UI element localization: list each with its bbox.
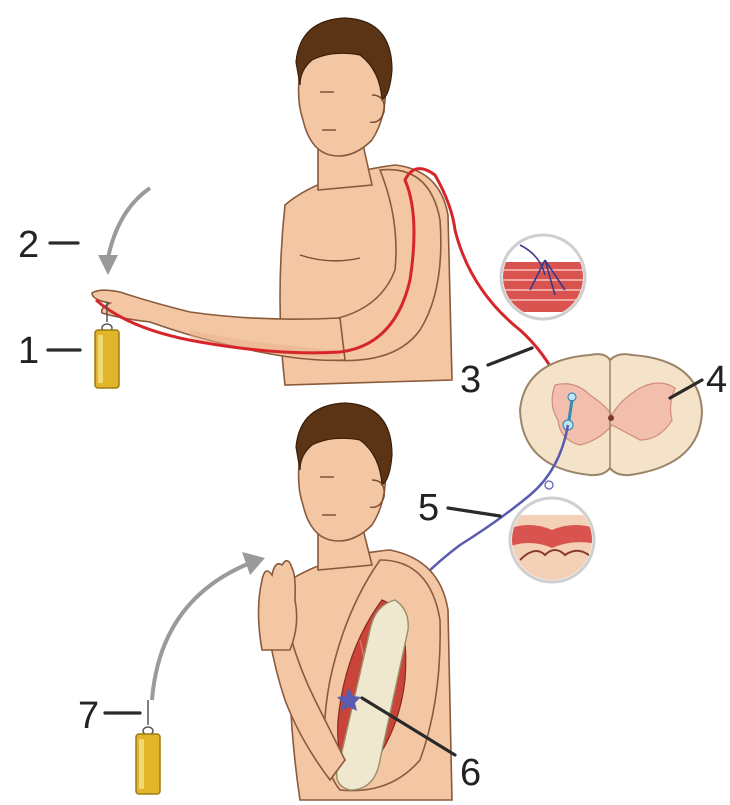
muscle-spindle-inset (500, 235, 590, 319)
label-group-2: 2 (18, 224, 78, 266)
label-7: 7 (78, 695, 99, 737)
label-group-3: 3 (460, 348, 532, 401)
label-4: 4 (706, 359, 727, 401)
label-group-1: 1 (18, 330, 80, 372)
label-1: 1 (18, 330, 39, 372)
bottom-hand (259, 561, 297, 650)
label-3: 3 (460, 359, 481, 401)
motor-node (545, 481, 553, 489)
top-figure (92, 18, 452, 385)
label-group-5: 5 (418, 487, 500, 529)
arrow-down (98, 188, 150, 275)
label-2: 2 (18, 224, 39, 266)
label-6: 6 (460, 752, 481, 794)
bottom-figure (259, 403, 453, 800)
label-group-7: 7 (78, 695, 140, 737)
neuromuscular-junction-inset (505, 498, 600, 585)
arrow-up (152, 552, 265, 700)
label-5: 5 (418, 487, 439, 529)
spinal-cord-section (520, 354, 702, 475)
